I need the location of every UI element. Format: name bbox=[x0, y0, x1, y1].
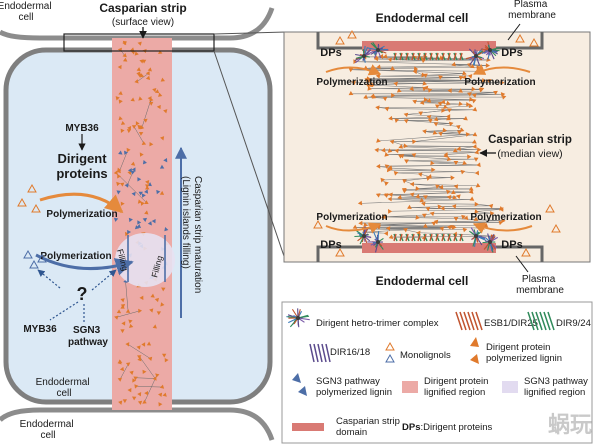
sgn3-pathway-label: SGN3 pathway bbox=[68, 325, 108, 348]
legend-label-3: DIR16/18 bbox=[330, 347, 370, 358]
dirigent-label-2: proteins bbox=[56, 166, 107, 181]
right-plasma-top-label: Plasma membrane bbox=[508, 0, 556, 21]
right-bottom-cell-label: Endodermal cell bbox=[376, 274, 469, 288]
monolignol-icons-orange bbox=[17, 183, 41, 213]
myb36-bottom-label: MYB36 bbox=[23, 324, 57, 335]
polymerization-top-left: Polymerization bbox=[316, 77, 387, 88]
legend-icon-dir16-18 bbox=[309, 343, 331, 363]
middle-cell-label: Endodermal cell bbox=[36, 377, 93, 399]
poly-arrow-bl bbox=[325, 222, 382, 234]
legend-label-4: Monolignols bbox=[400, 350, 451, 361]
legend-label-5: Dirigent protein polymerized lignin bbox=[486, 342, 562, 364]
polymerization-bottom-left: Polymerization bbox=[316, 212, 387, 223]
bottom-strip-domain bbox=[362, 243, 496, 253]
right-panel: Endodermal cell Plasma membrane Endoderm… bbox=[283, 0, 591, 296]
poly-arrow-tl bbox=[325, 64, 382, 76]
dirigent-polymerization-arrow bbox=[39, 192, 124, 214]
plasma-bottom-pointer bbox=[515, 255, 529, 273]
legend-label-6: SGN3 pathway polymerized lignin bbox=[316, 376, 392, 398]
median-strip-sublabel: (median view) bbox=[497, 148, 562, 160]
legend-icon-dirigent-lignin bbox=[470, 337, 479, 364]
dirigent-label-1: Dirigent bbox=[57, 151, 107, 166]
dps-label-top-left: DPs bbox=[320, 47, 341, 59]
plasma-top-pointer bbox=[507, 23, 521, 41]
median-strip-label: Casparian strip bbox=[488, 134, 572, 146]
legend-icon-esb1-dir25 bbox=[455, 311, 483, 331]
polymerization-lower-label: Polymerization bbox=[40, 251, 111, 262]
maturation-label: Casparian strip maturation (Lignin islan… bbox=[180, 176, 203, 296]
surface-view-box bbox=[63, 33, 215, 52]
polymerization-bottom-right: Polymerization bbox=[470, 212, 541, 223]
question-mark: ? bbox=[77, 284, 88, 304]
legend-icon-monolignols bbox=[385, 341, 395, 363]
legend-swatch-dirigent-region bbox=[402, 381, 418, 393]
dps-label-top-right: DPs bbox=[501, 47, 522, 59]
legend-icon-dirigent-complex bbox=[286, 308, 310, 328]
legend-label-10: DPs:Dirigent proteins bbox=[402, 422, 493, 433]
right-top-cell-label: Endodermal cell bbox=[376, 11, 469, 25]
legend-swatch-sgn3-region bbox=[502, 381, 518, 393]
poly-arrow-tr bbox=[472, 64, 531, 75]
legend-label-8: SGN3 pathway lignified region bbox=[524, 376, 591, 398]
zoom-line-top bbox=[213, 31, 287, 35]
question-to-polymerization-dotted bbox=[37, 269, 61, 289]
poly-arrow-br bbox=[472, 222, 533, 234]
left-panel: Endodermal cell Endodermal cell Casparia… bbox=[0, 1, 287, 441]
dps-label-bottom-right: DPs bbox=[501, 239, 522, 251]
sgn3-polymerization-arrow bbox=[35, 253, 134, 276]
legend-icon-sgn3-lignin bbox=[292, 373, 307, 396]
legend-label-9: Casparian strip domain bbox=[336, 416, 403, 438]
legend: Dirigent hetro-trimer complex ESB1/DIR25… bbox=[281, 301, 593, 444]
right-plasma-bottom-label: Plasma membrane bbox=[516, 274, 564, 296]
bottom-cell-label: Endodermal cell bbox=[20, 419, 77, 441]
casparian-strip-band bbox=[112, 38, 172, 410]
myb36-dotted-line bbox=[49, 301, 79, 321]
dirigent-complexes bbox=[354, 41, 500, 253]
watermark-logo: 蜗玩 bbox=[548, 413, 592, 438]
dps-label-bottom-left: DPs bbox=[320, 239, 341, 251]
legend-label-2: DIR9/24 bbox=[556, 318, 591, 329]
polymerization-upper-label: Polymerization bbox=[46, 209, 117, 220]
monolignol-icons-blue bbox=[23, 249, 47, 269]
zoom-line-bottom bbox=[213, 50, 287, 263]
legend-swatch-strip-domain bbox=[292, 423, 324, 431]
strip-title: Casparian strip bbox=[99, 1, 186, 15]
legend-label-7: Dirigent protein lignified region bbox=[424, 376, 491, 398]
myb36-top-label: MYB36 bbox=[65, 123, 99, 134]
legend-icon-dir9-24 bbox=[527, 311, 555, 331]
legend-label-1: ESB1/DIR25 bbox=[484, 318, 538, 329]
top-cell-label: Endodermal cell bbox=[0, 1, 54, 23]
legend-label-0: Dirigent hetro-trimer complex bbox=[316, 318, 439, 329]
strip-subtitle: (surface view) bbox=[112, 17, 174, 28]
top-strip-domain bbox=[362, 41, 496, 51]
question-to-strip-dotted bbox=[91, 269, 117, 291]
polymerization-top-right: Polymerization bbox=[464, 77, 535, 88]
